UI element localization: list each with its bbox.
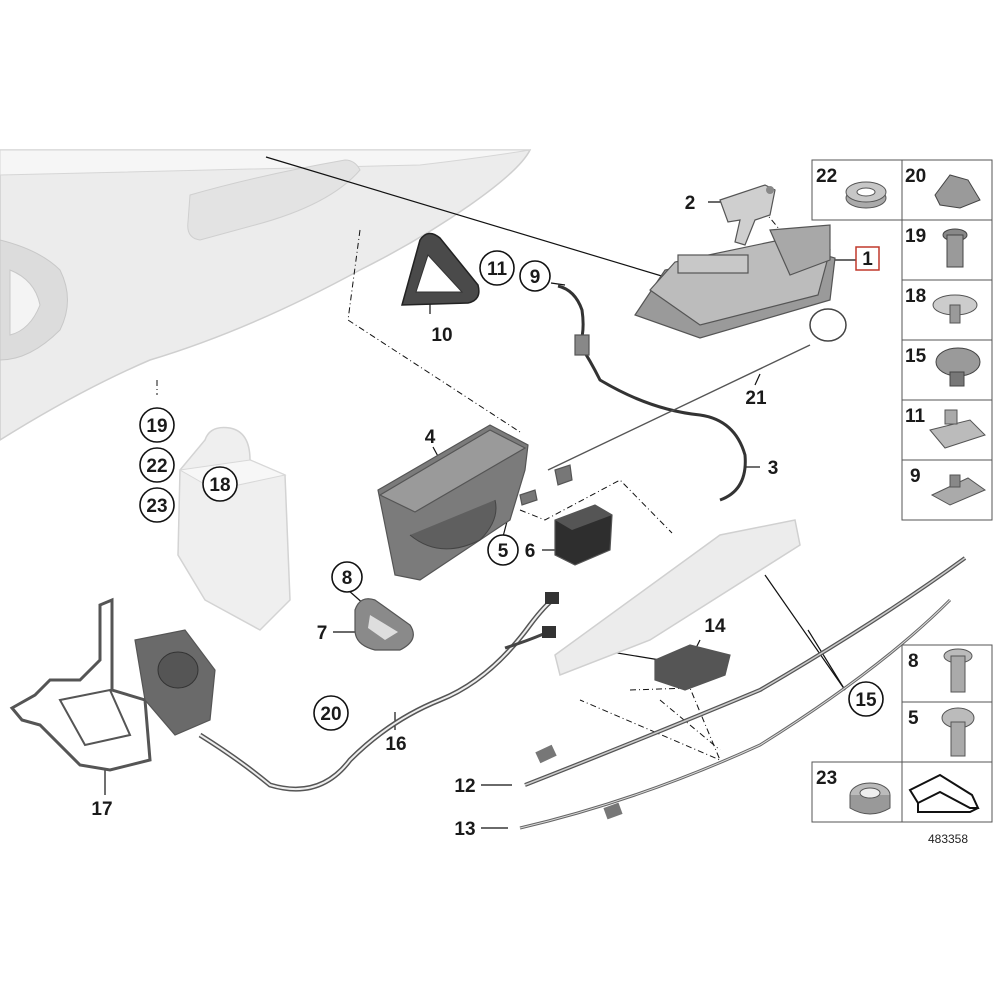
leader-15b [807, 629, 846, 691]
label-3: 3 [768, 458, 779, 479]
legend-label-19: 19 [905, 226, 926, 247]
label-1: 1 [862, 249, 873, 270]
leader-9 [550, 282, 566, 286]
label-22: 22 [146, 456, 167, 477]
diagram-reference-number: 483358 [928, 832, 968, 846]
legend-label-18: 18 [905, 286, 926, 307]
shape-symbol-icon [908, 773, 980, 813]
legend-label-15: 15 [905, 346, 927, 367]
label-20: 20 [320, 704, 341, 725]
clip-icon [934, 174, 981, 209]
label-20-circle: 20 [313, 695, 349, 731]
legend-label-20: 20 [905, 166, 926, 187]
plug-icon [935, 347, 981, 387]
legend-label-23: 23 [816, 768, 837, 789]
label-6: 6 [525, 541, 536, 562]
assembly-line-12-13 [579, 687, 721, 761]
lock-motor-part [377, 424, 529, 581]
reservoir-part [177, 426, 291, 631]
label-9: 9 [530, 267, 541, 288]
spring-nut-icon [929, 409, 986, 449]
label-19: 19 [146, 416, 167, 437]
label-15: 15 [855, 690, 877, 711]
legend-label-8: 8 [908, 651, 919, 672]
label-12: 12 [454, 776, 475, 797]
assembly-line-4 [347, 229, 521, 433]
sensor-module-part [654, 644, 731, 691]
label-22-circle: 22 [139, 447, 175, 483]
mounting-bracket-part [9, 597, 152, 772]
cable-part [547, 284, 847, 502]
leader-21 [754, 373, 761, 386]
switch-part [554, 504, 613, 566]
legend-label-11: 11 [905, 406, 926, 427]
tailgate-switch-part [634, 224, 836, 339]
label-10: 10 [431, 325, 452, 346]
label-4: 4 [425, 427, 436, 448]
label-1-box [855, 246, 880, 271]
legend-label-22: 22 [816, 166, 837, 187]
bracket-part [719, 184, 776, 246]
label-15-circle: 15 [848, 681, 884, 717]
clip-nut-icon [930, 474, 987, 506]
wiring-harness-part [198, 592, 559, 792]
label-5-circle: 5 [487, 534, 519, 566]
small-parts-legend-bottom: 8 5 23 [811, 644, 993, 823]
label-18-circle: 18 [202, 466, 238, 502]
assembly-line-13 [659, 699, 721, 751]
label-11: 11 [487, 259, 508, 280]
label-2: 2 [685, 193, 696, 214]
leader-tailgate-to-1 [265, 156, 676, 281]
nut-icon [845, 181, 887, 209]
label-9-circle: 9 [519, 260, 551, 292]
small-parts-legend-top: 22 20 19 18 15 11 9 [811, 159, 993, 521]
legend-label-9: 9 [910, 466, 921, 487]
seal-part [401, 232, 480, 306]
tailgate-panel [0, 149, 532, 441]
label-5: 5 [498, 541, 509, 562]
small-screw-part [519, 464, 573, 506]
label-11-circle: 11 [479, 250, 515, 286]
label-8-circle: 8 [331, 561, 363, 593]
assembly-line-6 [519, 479, 673, 534]
grommet-icon [849, 782, 891, 815]
sensor-cable-upper-part [524, 556, 967, 787]
leader-15a [764, 574, 846, 691]
label-21: 21 [745, 388, 767, 409]
label-16: 16 [385, 734, 406, 755]
push-rivet-icon [932, 294, 978, 324]
screw-icon [941, 707, 975, 757]
striker-part [354, 598, 414, 651]
label-19-circle: 19 [139, 407, 175, 443]
label-13: 13 [454, 819, 475, 840]
label-7: 7 [317, 623, 328, 644]
handle-cover-part [554, 519, 801, 677]
label-8: 8 [342, 568, 353, 589]
label-23-circle: 23 [139, 487, 175, 523]
label-18: 18 [209, 475, 230, 496]
label-23: 23 [146, 496, 167, 517]
label-17: 17 [91, 799, 112, 820]
sensor-cable-lower-part [519, 598, 952, 830]
expansion-rivet-icon [942, 228, 968, 268]
bolt-icon [943, 648, 973, 693]
legend-label-5: 5 [908, 708, 919, 729]
label-14: 14 [704, 616, 726, 637]
actuator-part [134, 629, 216, 736]
